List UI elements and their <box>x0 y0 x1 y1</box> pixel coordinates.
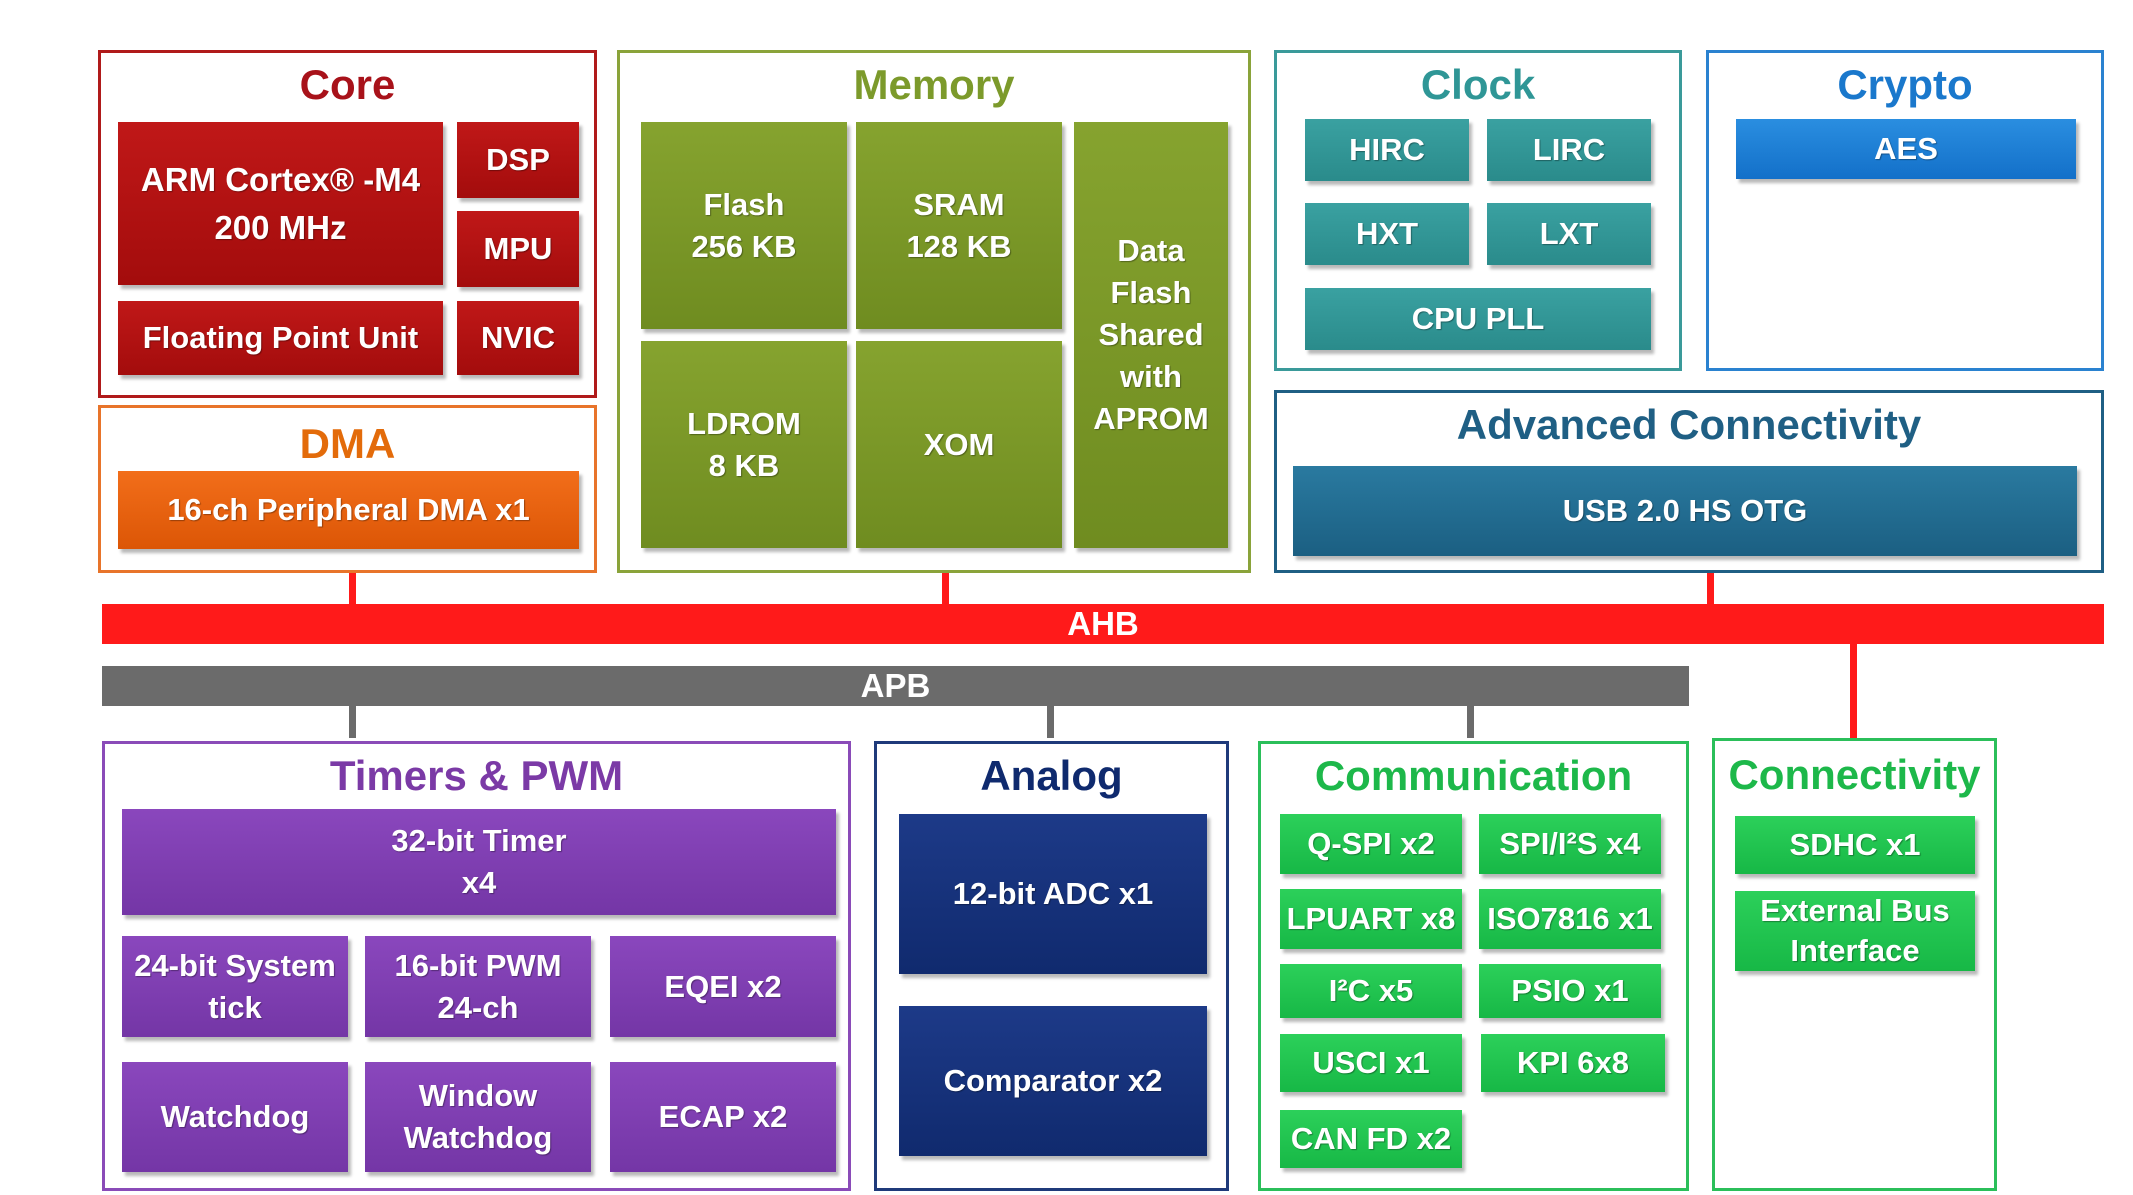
analog-group: Analog 12-bit ADC x1 Comparator x2 <box>874 741 1229 1191</box>
qspi-block: Q-SPI x2 <box>1280 814 1462 874</box>
memory-ahb-connector <box>942 572 949 608</box>
xom-block: XOM <box>856 341 1062 548</box>
peripheral-dma-block: 16-ch Peripheral DMA x1 <box>118 471 579 549</box>
dma-ahb-connector <box>349 572 356 608</box>
sram-block: SRAM 128 KB <box>856 122 1062 329</box>
spi-i2s-block: SPI/I²S x4 <box>1479 814 1661 874</box>
timer-32bit-block: 32-bit Timer x4 <box>122 809 836 915</box>
hirc-block: HIRC <box>1305 119 1469 181</box>
analog-title: Analog <box>980 752 1123 799</box>
system-tick-block: 24-bit System tick <box>122 936 348 1037</box>
usci-block: USCI x1 <box>1280 1034 1462 1092</box>
hxt-block: HXT <box>1305 203 1469 265</box>
usb-otg-block: USB 2.0 HS OTG <box>1293 466 2077 556</box>
data-flash-block: Data Flash Shared with APROM <box>1074 122 1228 548</box>
advanced-connectivity-group: Advanced Connectivity USB 2.0 HS OTG <box>1274 390 2104 573</box>
apb-analog-connector <box>1047 700 1054 738</box>
kpi-block: KPI 6x8 <box>1481 1034 1665 1092</box>
dma-title: DMA <box>299 420 396 467</box>
apb-bus: APB <box>102 666 1689 706</box>
ecap-block: ECAP x2 <box>610 1062 836 1172</box>
timers-pwm-group: Timers & PWM 32-bit Timer x4 24-bit Syst… <box>102 741 851 1191</box>
crypto-title: Crypto <box>1837 61 1973 108</box>
comparator-block: Comparator x2 <box>899 1006 1207 1156</box>
ahb-connectivity-connector <box>1850 640 1857 738</box>
core-group: Core ARM Cortex® -M4 200 MHz DSP MPU Flo… <box>98 50 597 398</box>
crypto-group: Crypto AES <box>1706 50 2104 371</box>
clock-group: Clock HIRC LIRC HXT LXT CPU PLL <box>1274 50 1682 371</box>
memory-group: Memory Flash 256 KB SRAM 128 KB LDROM 8 … <box>617 50 1251 573</box>
dma-group: DMA 16-ch Peripheral DMA x1 <box>98 405 597 573</box>
fpu-block: Floating Point Unit <box>118 301 443 375</box>
external-bus-interface-block: External Bus Interface <box>1735 891 1975 971</box>
flash-block: Flash 256 KB <box>641 122 847 329</box>
ahb-bus: AHB <box>102 604 2104 644</box>
lirc-block: LIRC <box>1487 119 1651 181</box>
aes-block: AES <box>1736 119 2076 179</box>
eqei-block: EQEI x2 <box>610 936 836 1037</box>
adc-block: 12-bit ADC x1 <box>899 814 1207 974</box>
timers-pwm-title: Timers & PWM <box>329 752 624 799</box>
communication-title: Communication <box>1314 752 1633 799</box>
advanced-connectivity-title: Advanced Connectivity <box>1456 401 1922 448</box>
lxt-block: LXT <box>1487 203 1651 265</box>
iso7816-block: ISO7816 x1 <box>1479 889 1661 949</box>
apb-timers-connector <box>349 700 356 738</box>
ldrom-block: LDROM 8 KB <box>641 341 847 548</box>
core-title: Core <box>299 61 396 108</box>
advanced-ahb-connector <box>1707 572 1714 608</box>
memory-title: Memory <box>853 61 1015 108</box>
window-watchdog-block: Window Watchdog <box>365 1062 591 1172</box>
communication-group: Communication Q-SPI x2 SPI/I²S x4 LPUART… <box>1258 741 1689 1191</box>
clock-title: Clock <box>1420 61 1536 108</box>
lpuart-block: LPUART x8 <box>1280 889 1462 949</box>
mpu-block: MPU <box>457 211 579 287</box>
pwm-16bit-block: 16-bit PWM 24-ch <box>365 936 591 1037</box>
cpu-pll-block: CPU PLL <box>1305 288 1651 350</box>
i2c-block: I²C x5 <box>1280 964 1462 1018</box>
apb-communication-connector <box>1467 700 1474 738</box>
nvic-block: NVIC <box>457 301 579 375</box>
watchdog-block: Watchdog <box>122 1062 348 1172</box>
dsp-block: DSP <box>457 122 579 198</box>
connectivity-title: Connectivity <box>1728 751 1981 798</box>
cpu-block: ARM Cortex® -M4 200 MHz <box>118 122 443 285</box>
can-fd-block: CAN FD x2 <box>1280 1110 1462 1168</box>
psio-block: PSIO x1 <box>1479 964 1661 1018</box>
connectivity-group: Connectivity SDHC x1 External Bus Interf… <box>1712 738 1997 1191</box>
sdhc-block: SDHC x1 <box>1735 816 1975 874</box>
